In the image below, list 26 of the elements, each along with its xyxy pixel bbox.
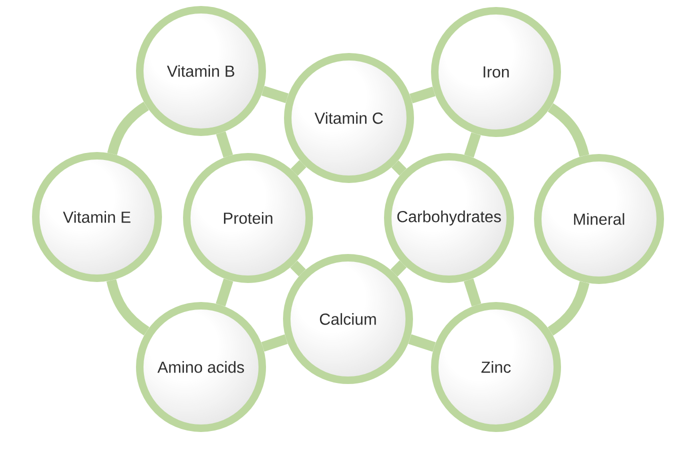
circle-node: Zinc — [431, 302, 561, 432]
connector-line — [261, 86, 289, 104]
connector-line — [216, 131, 233, 158]
connector-line — [290, 260, 306, 276]
connector-line — [464, 278, 482, 307]
connector-line — [390, 260, 407, 277]
connector-line — [107, 102, 149, 156]
connector-line — [216, 278, 234, 307]
circle-node: Vitamin B — [136, 6, 266, 136]
connector-line — [408, 334, 436, 352]
connector-line — [106, 279, 150, 336]
connector-line — [410, 86, 436, 104]
circle-node: Protein — [183, 153, 313, 283]
circle-node: Mineral — [534, 154, 664, 284]
connector-line — [391, 160, 407, 176]
connector-line — [548, 103, 590, 157]
circle-node: Vitamin E — [32, 152, 162, 282]
connector-line — [548, 281, 590, 336]
circle-node: Carbohydrates — [384, 153, 514, 283]
circle-node: Vitamin C — [284, 53, 414, 183]
connector-line — [261, 334, 288, 352]
circle-node: Iron — [431, 7, 561, 137]
circle-node: Calcium — [283, 254, 413, 384]
circle-node: Amino acids — [136, 302, 266, 432]
connector-line — [464, 132, 481, 158]
connector-line — [290, 160, 306, 176]
